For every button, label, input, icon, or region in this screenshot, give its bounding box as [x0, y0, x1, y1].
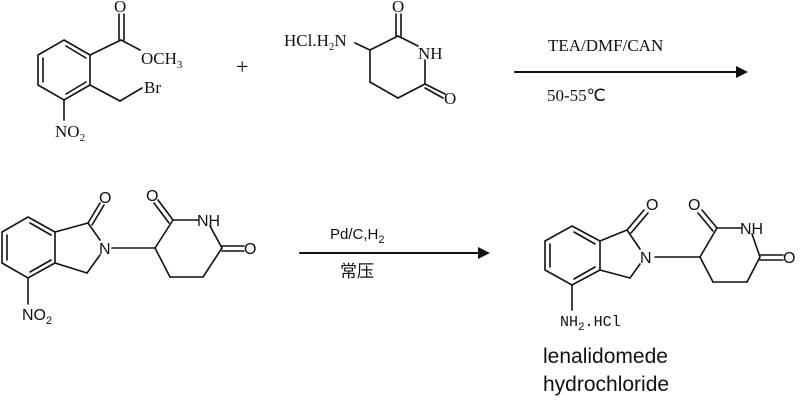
ester-label: OCH3 — [141, 49, 183, 71]
amine-hcl-label: NH2.HCl — [560, 314, 621, 334]
oxygen-top-label: O — [392, 0, 404, 16]
carbonyl-oxygen-label: O — [114, 0, 126, 16]
reactant-aminoglutarimide-hcl: HCl.H2N O NH O — [284, 0, 456, 108]
nitro-label: NO2 — [22, 307, 52, 327]
step1-conditions: 50-55℃ — [547, 86, 606, 105]
step1-reagents: TEA/DMF/CAN — [548, 36, 663, 55]
lactam-oxygen-label: O — [99, 190, 111, 207]
product-name-line2: hydrochloride — [543, 373, 669, 396]
isoindolinone-n-label: N — [99, 241, 111, 258]
nitro-label: NO2 — [55, 122, 85, 144]
amine-hcl-label: HCl.H2N — [284, 31, 347, 53]
product-name-line1: lenalidomede — [543, 345, 668, 368]
step2-conditions: 常压 — [340, 262, 374, 281]
isoindolinone-n-label: N — [640, 250, 652, 267]
bromine-label: Br — [144, 78, 161, 97]
nh-label: NH — [418, 44, 443, 63]
reaction-arrow-step2: Pd/C,H2 常压 — [299, 226, 490, 281]
oxygen-right-label: O — [244, 241, 256, 258]
reactant-methyl-bromomethyl-nitrobenzoate: O OCH3 Br NO2 — [37, 0, 183, 144]
intermediate-nitro-compound: O N O NH O NO2 — [1, 188, 256, 327]
oxygen-top-label: O — [146, 188, 158, 205]
nh-label: NH — [740, 221, 763, 238]
reaction-arrow-step1: TEA/DMF/CAN 50-55℃ — [514, 36, 748, 105]
oxygen-bottom-label: O — [444, 89, 456, 108]
oxygen-right-label: O — [783, 250, 795, 267]
lactam-oxygen-label: O — [646, 197, 658, 214]
nh-label: NH — [197, 213, 220, 230]
plus-sign: + — [236, 54, 248, 79]
product-lenalidomide-hcl: O N O NH O NH2.HCl lenalidomede hydrochl… — [543, 197, 795, 396]
oxygen-top-label: O — [688, 197, 700, 214]
step2-reagents: Pd/C,H2 — [330, 226, 384, 246]
